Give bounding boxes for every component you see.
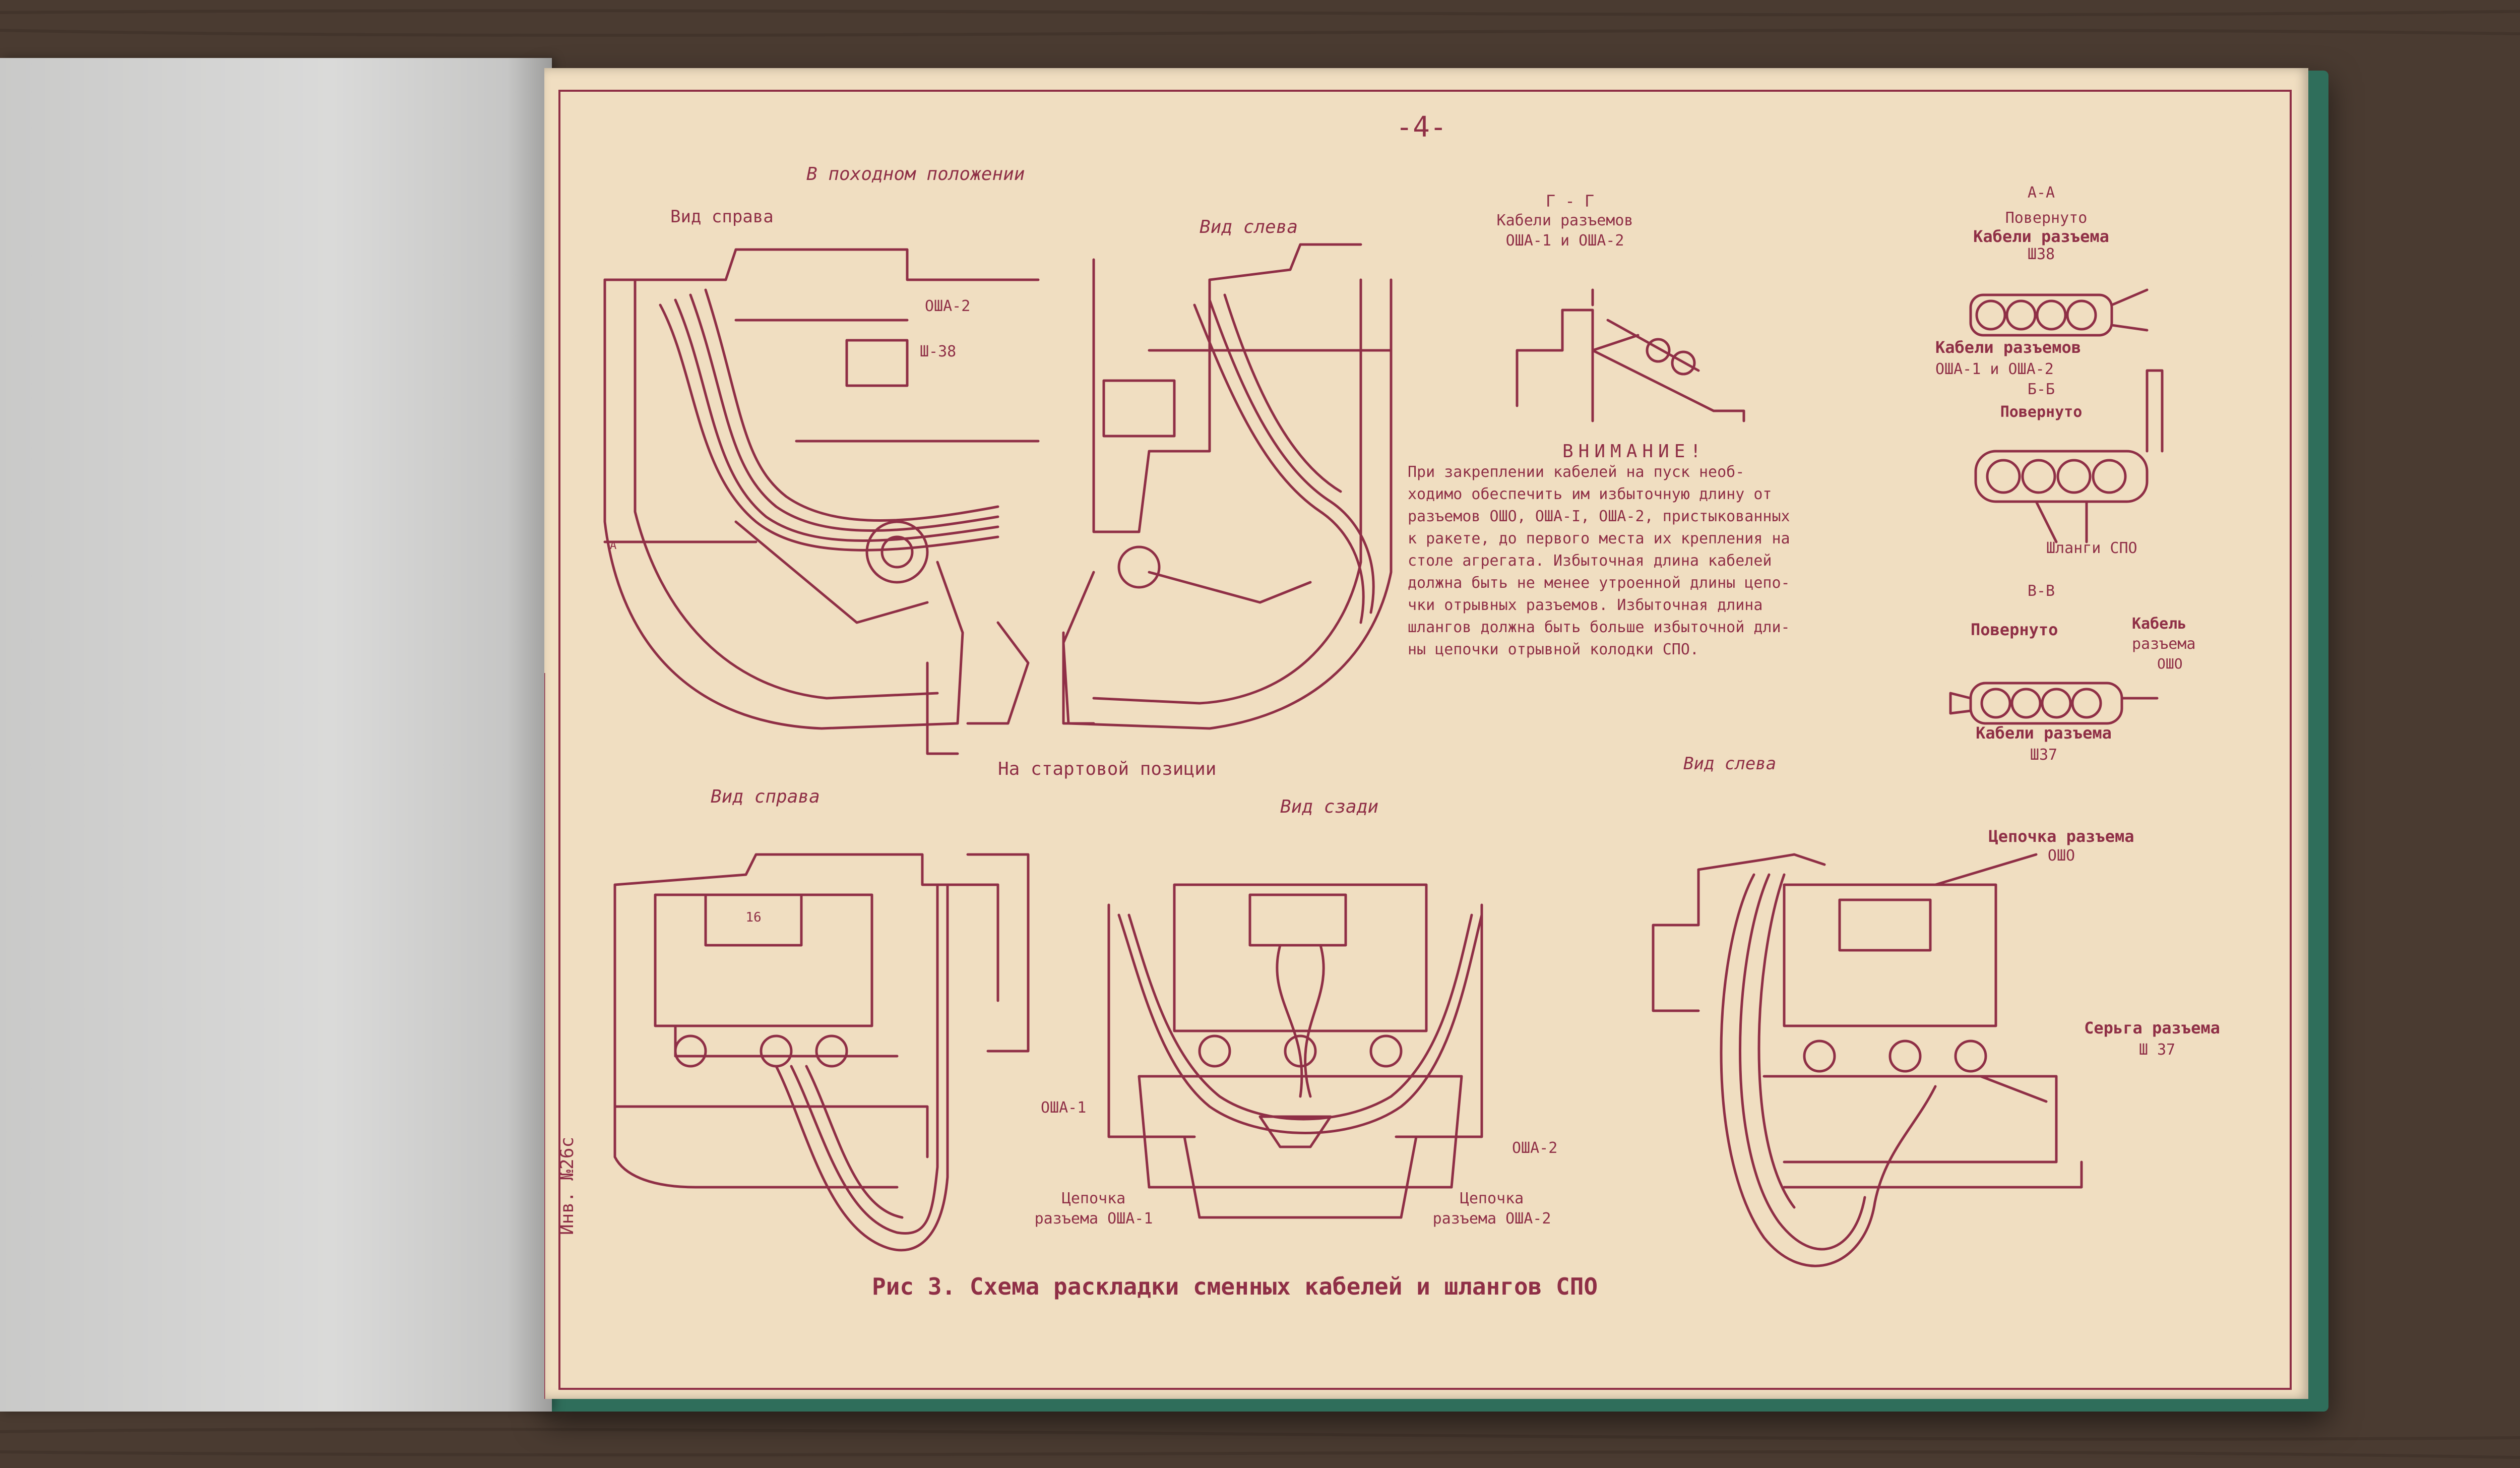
section-vv-title: В-В bbox=[2027, 582, 2055, 600]
notice-line: к ракете, до первого места их крепления … bbox=[1408, 530, 1790, 547]
notice-line: столе агрегата. Избыточная длина кабелей bbox=[1408, 552, 1772, 570]
section-bb-hoses: Шланги СПО bbox=[2046, 539, 2137, 557]
blank-left-page bbox=[0, 58, 552, 1412]
drawing-bottom-rear-view bbox=[1107, 883, 1483, 1219]
notice-line: разъемов ОШО, ОША-I, ОША-2, пристыкованн… bbox=[1408, 508, 1790, 525]
figure-caption: Рис 3. Схема раскладки сменных кабелей и… bbox=[872, 1273, 1598, 1300]
notice-line: ны цепочки отрывной колодки СПО. bbox=[1408, 641, 1699, 658]
notice-line: шлангов должна быть больше избыточной дл… bbox=[1408, 619, 1790, 636]
label-chain1-2: разъема ОША-1 bbox=[1034, 1210, 1153, 1228]
section-gg-caption-2: ОША-1 и ОША-2 bbox=[1505, 232, 1624, 250]
label-right-view-top: Вид справа bbox=[670, 207, 774, 227]
section-gg-title: Г - Г bbox=[1545, 192, 1595, 211]
drawing-section-gg bbox=[1516, 288, 1745, 422]
label-chain2-2: разъема ОША-2 bbox=[1432, 1210, 1551, 1228]
section-aa-cables-below-2: ОША-1 и ОША-2 bbox=[1935, 360, 2054, 378]
technical-drawings bbox=[603, 243, 2164, 1267]
section-vv-cable-right-1: Кабель bbox=[2132, 615, 2187, 633]
section-bb-rotated: Повернуто bbox=[2000, 403, 2083, 421]
notice-line: чки отрывных разъемов. Избыточная длина bbox=[1408, 596, 1763, 614]
notice-line: должна быть не менее утроенной длины цеп… bbox=[1408, 574, 1790, 592]
section-vv-cable-right-2: разъема bbox=[2132, 635, 2196, 653]
section-aa-cable-1: Кабели разъема bbox=[1973, 227, 2109, 246]
section-gg-caption-1: Кабели разъемов bbox=[1496, 212, 1633, 229]
label-earring-2: Ш 37 bbox=[2138, 1041, 2176, 1059]
label-chain2-1: Цепочка bbox=[1460, 1190, 1524, 1207]
blueprint-page: -4- В походном положении Вид справа Вид … bbox=[544, 68, 2308, 1399]
section-aa-cables-below-1: Кабели разъемов bbox=[1935, 338, 2081, 357]
notice-text: При закреплении кабелей на пуск необ- хо… bbox=[1408, 461, 1977, 661]
drawing-section-bb bbox=[1974, 369, 2164, 543]
section-vv-cable-below-2: Ш37 bbox=[2030, 746, 2058, 764]
label-left-view-bottom: Вид слева bbox=[1683, 754, 1777, 774]
label-osha2-top: ОША-2 bbox=[925, 297, 971, 315]
section-aa-title: А-А bbox=[2027, 184, 2055, 202]
drawing-section-vv bbox=[1949, 682, 2159, 725]
section-vv-rotated: Повернуто bbox=[1971, 620, 2058, 639]
notice-title: ВНИМАНИЕ! bbox=[1562, 441, 1707, 462]
inventory-tab-label: Инв. №26с bbox=[557, 1136, 578, 1235]
label-left-view-top: Вид слева bbox=[1200, 217, 1298, 237]
section-vv-cable-right-3: ОШО bbox=[2157, 655, 2183, 672]
drawing-bottom-right-view bbox=[613, 853, 1030, 1252]
drawing-bottom-left-view bbox=[1652, 853, 2083, 1267]
drawing-top-right-view bbox=[603, 248, 1040, 755]
drawing-frame bbox=[544, 90, 2292, 1399]
label-osha1: ОША-1 bbox=[1041, 1099, 1087, 1117]
section-title-transport: В походном положении bbox=[806, 164, 1025, 185]
notice-line: ходимо обеспечить им избыточную длину от bbox=[1408, 485, 1772, 503]
drawing-top-left-view bbox=[1062, 243, 1393, 730]
section-aa-cable-2: Ш38 bbox=[2027, 246, 2055, 263]
label-a-marker: А bbox=[610, 539, 617, 552]
label-right-view-bottom: Вид справа bbox=[711, 786, 820, 807]
label-rear-view: Вид сзади bbox=[1280, 797, 1379, 817]
section-title-launch: На стартовой позиции bbox=[998, 759, 1217, 779]
label-sh38: Ш-38 bbox=[920, 343, 957, 360]
section-aa-rotated: Повернуто bbox=[2005, 209, 2088, 227]
drawing-section-aa bbox=[1969, 288, 2149, 337]
label-chain-osho-1: Цепочка разъема bbox=[1988, 827, 2134, 846]
label-earring-1: Серьга разъема bbox=[2084, 1018, 2220, 1037]
label-box-16: 16 bbox=[745, 910, 762, 925]
page-number: -4- bbox=[1396, 111, 1447, 144]
label-osha2-bottom: ОША-2 bbox=[1512, 1139, 1558, 1157]
label-chain1-1: Цепочка bbox=[1061, 1190, 1126, 1207]
label-chain-osho-2: ОШО bbox=[2047, 847, 2075, 865]
section-vv-cable-below-1: Кабели разъема bbox=[1976, 723, 2112, 743]
section-bb-title: Б-Б bbox=[2027, 381, 2055, 398]
notice-line: При закреплении кабелей на пуск необ- bbox=[1408, 463, 1745, 481]
